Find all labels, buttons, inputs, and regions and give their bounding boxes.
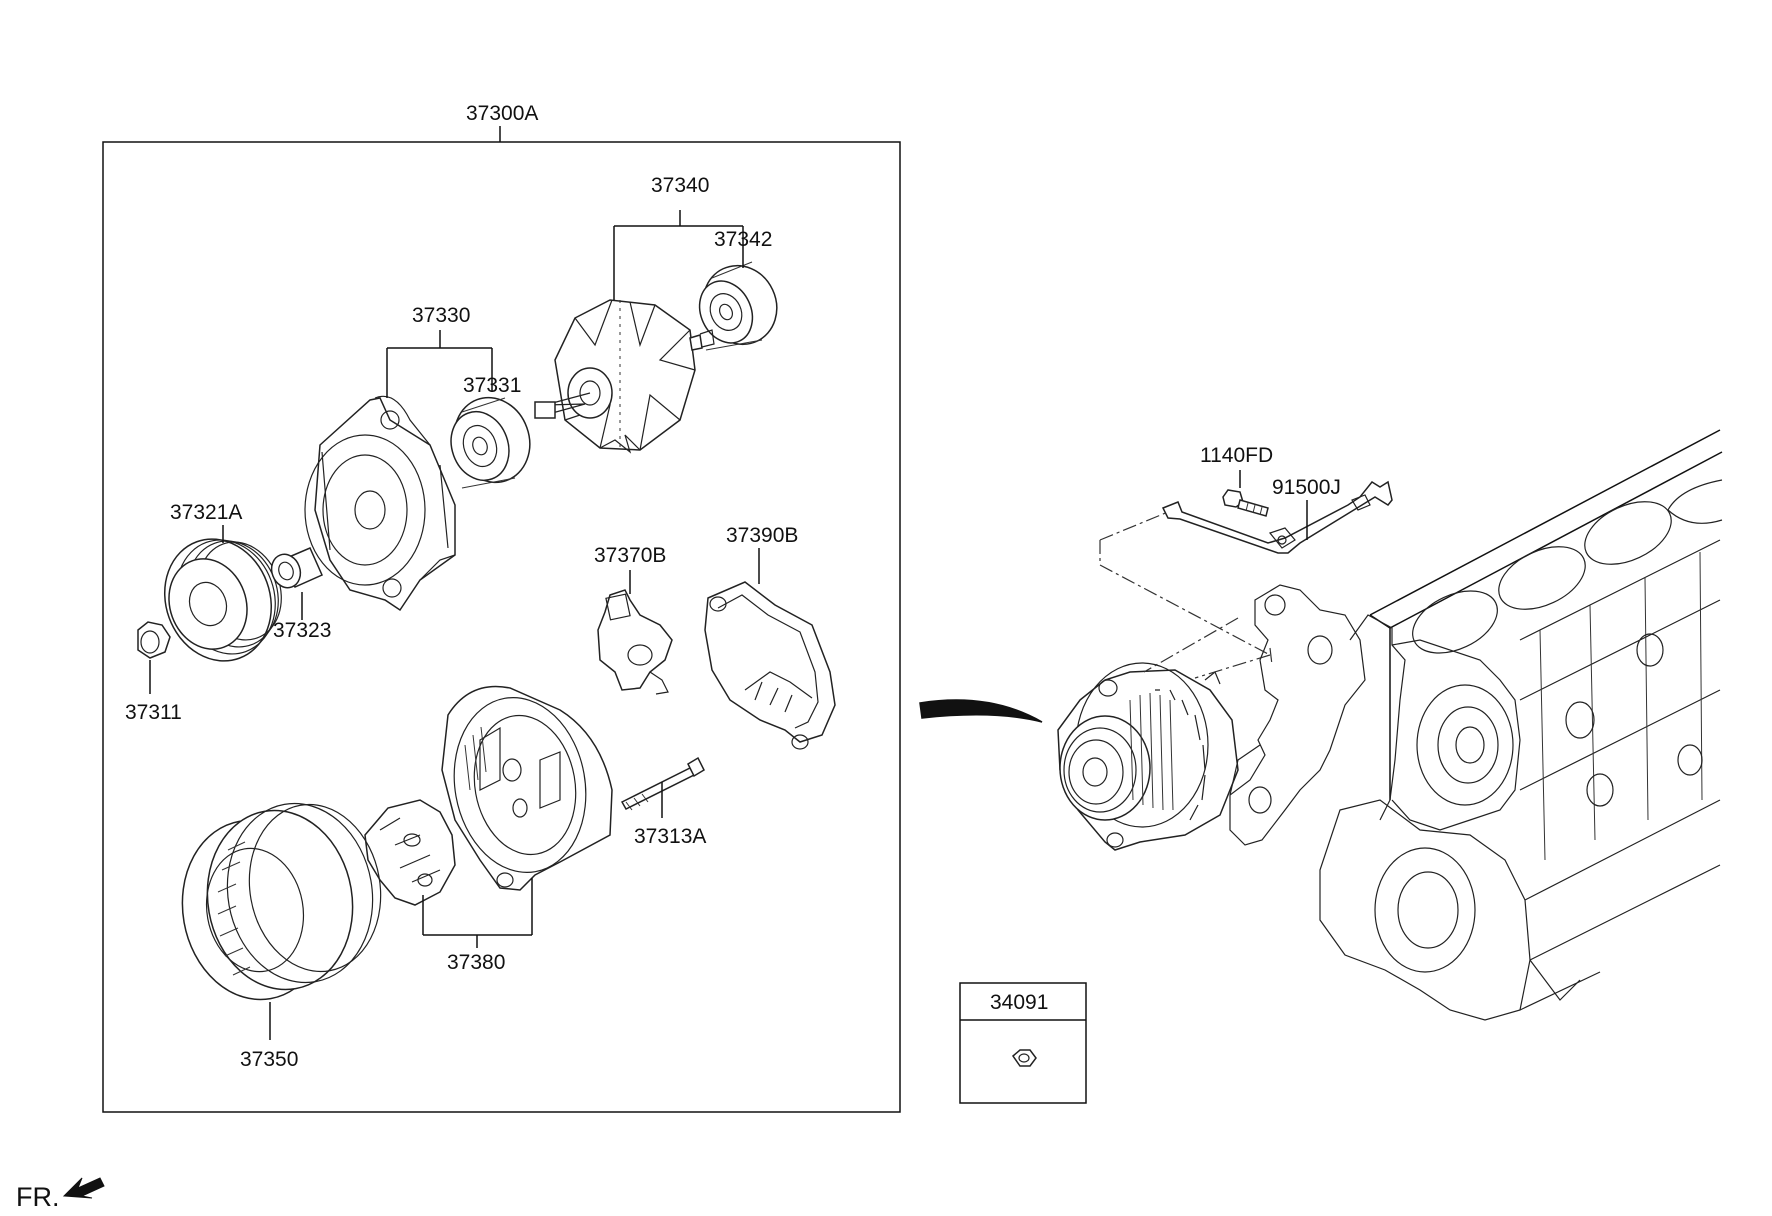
label-front-bearing: 37331 [463,374,521,397]
label-nut: 37311 [125,701,182,724]
label-mount-bolt: 1140FD [1200,444,1273,467]
rear-bracket-part [364,685,613,906]
label-rotor: 37340 [651,174,709,197]
mount-bolt-part [1222,489,1269,517]
curved-arrow-icon [919,699,1043,723]
rotor-bearing-part [698,261,778,351]
label-regulator: 37370B [594,544,666,567]
label-spacer: 37323 [273,619,331,642]
rear-cover-part [704,581,836,750]
label-bolt: 37313A [634,825,706,848]
label-kit: 34091 [990,991,1048,1014]
assembly-frame [102,126,901,1113]
label-rear-bracket: 37380 [447,951,505,974]
wiring-bracket-part [1161,480,1393,554]
front-direction-arrow-icon [62,1177,105,1199]
bolt-part [620,756,705,811]
label-front-bracket: 37330 [412,304,470,327]
front-bearing-part [450,396,531,489]
front-bracket-part [304,395,456,612]
label-wiring-bracket: 91500J [1272,476,1341,499]
leader-lines [149,210,760,1040]
nut-part [137,621,171,659]
label-rotor-bearing: 37342 [714,228,772,251]
pulley-part [163,538,282,662]
label-assembly: 37300A [466,102,538,125]
stator-part [181,802,382,1001]
installed-alternator [1057,662,1239,851]
label-front-direction: FR. [16,1182,60,1211]
label-leaders-right [1239,470,1308,540]
location-lines [1099,511,1273,679]
rotor-part [534,299,715,454]
label-pulley: 37321A [170,501,242,524]
engine-block [1229,429,1723,1021]
hex-nut-icon [1011,1049,1037,1067]
label-stator: 37350 [240,1048,298,1071]
spacer-part [270,547,323,589]
part-labels: 37300A 37340 37342 37330 37331 37321A 37… [16,102,1341,1212]
regulator-part [597,589,673,695]
label-rear-cover: 37390B [726,524,798,547]
kit-box [959,982,1087,1104]
